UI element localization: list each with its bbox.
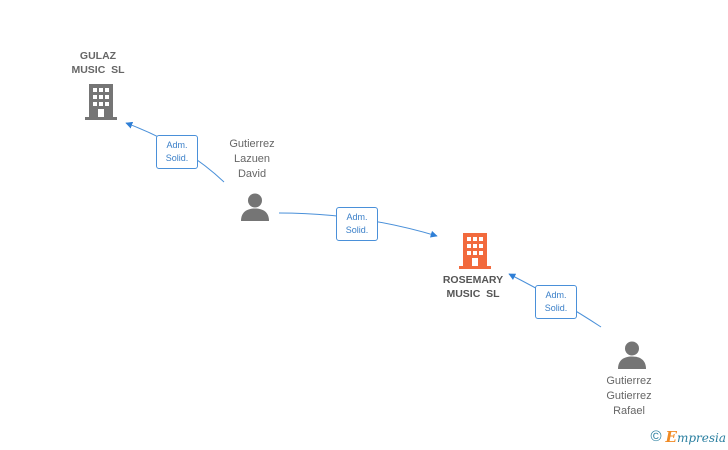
person-label-david[interactable]: Gutierrez Lazuen David	[212, 137, 292, 182]
relation-label-rafael-rosemary[interactable]: Adm. Solid.	[535, 285, 577, 319]
copyright-icon: ©	[650, 428, 662, 445]
company-label-gulaz[interactable]: GULAZ MUSIC SL	[58, 49, 138, 77]
relation-line2: Solid.	[345, 225, 369, 235]
relation-line1: Adm.	[166, 140, 188, 150]
relation-label-david-gulaz[interactable]: Adm. Solid.	[156, 135, 198, 169]
brand-rest: mpresia	[676, 430, 726, 445]
person-label-rafael[interactable]: Gutierrez Gutierrez Rafael	[589, 374, 669, 419]
person-name-line1: Gutierrez	[229, 138, 275, 150]
company-name-line1: GULAZ	[79, 50, 117, 62]
person-name-line2: Lazuen	[233, 153, 271, 165]
company-name-line2: MUSIC SL	[71, 64, 125, 76]
brand-logo[interactable]: Empresia	[666, 428, 727, 447]
building-icon[interactable]	[85, 84, 117, 120]
brand-first-letter: E	[665, 427, 677, 446]
person-icon[interactable]	[617, 340, 647, 370]
relation-label-david-rosemary[interactable]: Adm. Solid.	[336, 207, 378, 241]
company-name-line1: ROSEMARY	[442, 274, 504, 286]
brand-footer: © Empresia	[650, 428, 726, 446]
building-icon[interactable]	[459, 233, 491, 269]
person-name-line3: Rafael	[613, 405, 645, 417]
relation-line1: Adm.	[346, 212, 368, 222]
company-name-line2: MUSIC SL	[446, 288, 500, 300]
person-name-line1: Gutierrez	[606, 375, 652, 387]
company-label-rosemary[interactable]: ROSEMARY MUSIC SL	[428, 273, 518, 301]
relation-line2: Solid.	[165, 153, 189, 163]
person-name-line3: David	[237, 168, 267, 180]
person-name-line2: Gutierrez	[606, 390, 652, 402]
relation-line2: Solid.	[544, 303, 568, 313]
person-icon[interactable]	[240, 192, 270, 222]
relation-line1: Adm.	[545, 290, 567, 300]
